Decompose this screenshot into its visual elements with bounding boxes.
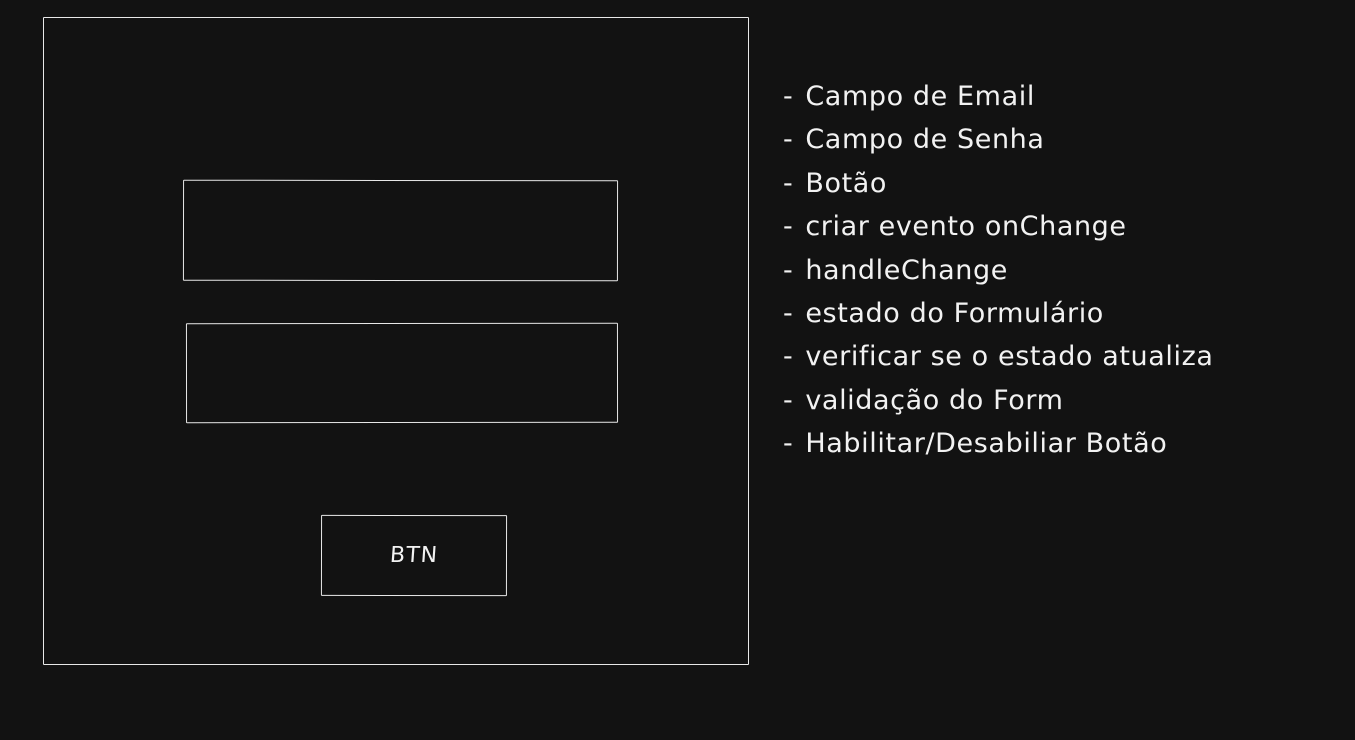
note-item: -Botão <box>783 162 1353 205</box>
submit-button-sketch[interactable]: BTN <box>320 514 508 597</box>
note-item: -verificar se o estado atualiza <box>783 335 1353 378</box>
bullet-dash: - <box>783 297 794 329</box>
note-item: -criar evento onChange <box>783 205 1353 248</box>
bullet-dash: - <box>783 211 794 243</box>
bullet-dash: - <box>783 124 794 156</box>
note-item: -estado do Formulário <box>783 292 1353 335</box>
note-item: -handleChange <box>783 249 1353 292</box>
note-text: criar evento onChange <box>805 211 1127 243</box>
note-text: Campo de Email <box>805 81 1035 112</box>
login-form-frame <box>43 17 749 665</box>
note-text: validação do Form <box>805 384 1064 416</box>
submit-button-label: BTN <box>389 542 439 569</box>
bullet-dash: - <box>783 254 794 286</box>
note-item: -Habilitar/Desabiliar Botão <box>783 422 1353 465</box>
requirements-list: -Campo de Email-Campo de Senha-Botão-cri… <box>783 75 1353 466</box>
bullet-dash: - <box>783 428 794 460</box>
note-text: Botão <box>805 167 888 199</box>
note-text: estado do Formulário <box>805 297 1104 329</box>
bullet-dash: - <box>783 81 794 112</box>
bullet-dash: - <box>783 167 794 199</box>
note-text: Habilitar/Desabiliar Botão <box>805 428 1168 460</box>
note-item: -validação do Form <box>783 379 1353 422</box>
note-text: handleChange <box>805 254 1008 286</box>
bullet-dash: - <box>783 384 794 416</box>
note-text: Campo de Senha <box>805 124 1045 156</box>
note-item: -Campo de Senha <box>783 118 1353 161</box>
email-field-sketch[interactable] <box>182 179 619 282</box>
password-field-sketch[interactable] <box>185 322 619 424</box>
note-item: -Campo de Email <box>783 75 1353 118</box>
bullet-dash: - <box>783 341 794 373</box>
note-text: verificar se o estado atualiza <box>805 341 1214 373</box>
